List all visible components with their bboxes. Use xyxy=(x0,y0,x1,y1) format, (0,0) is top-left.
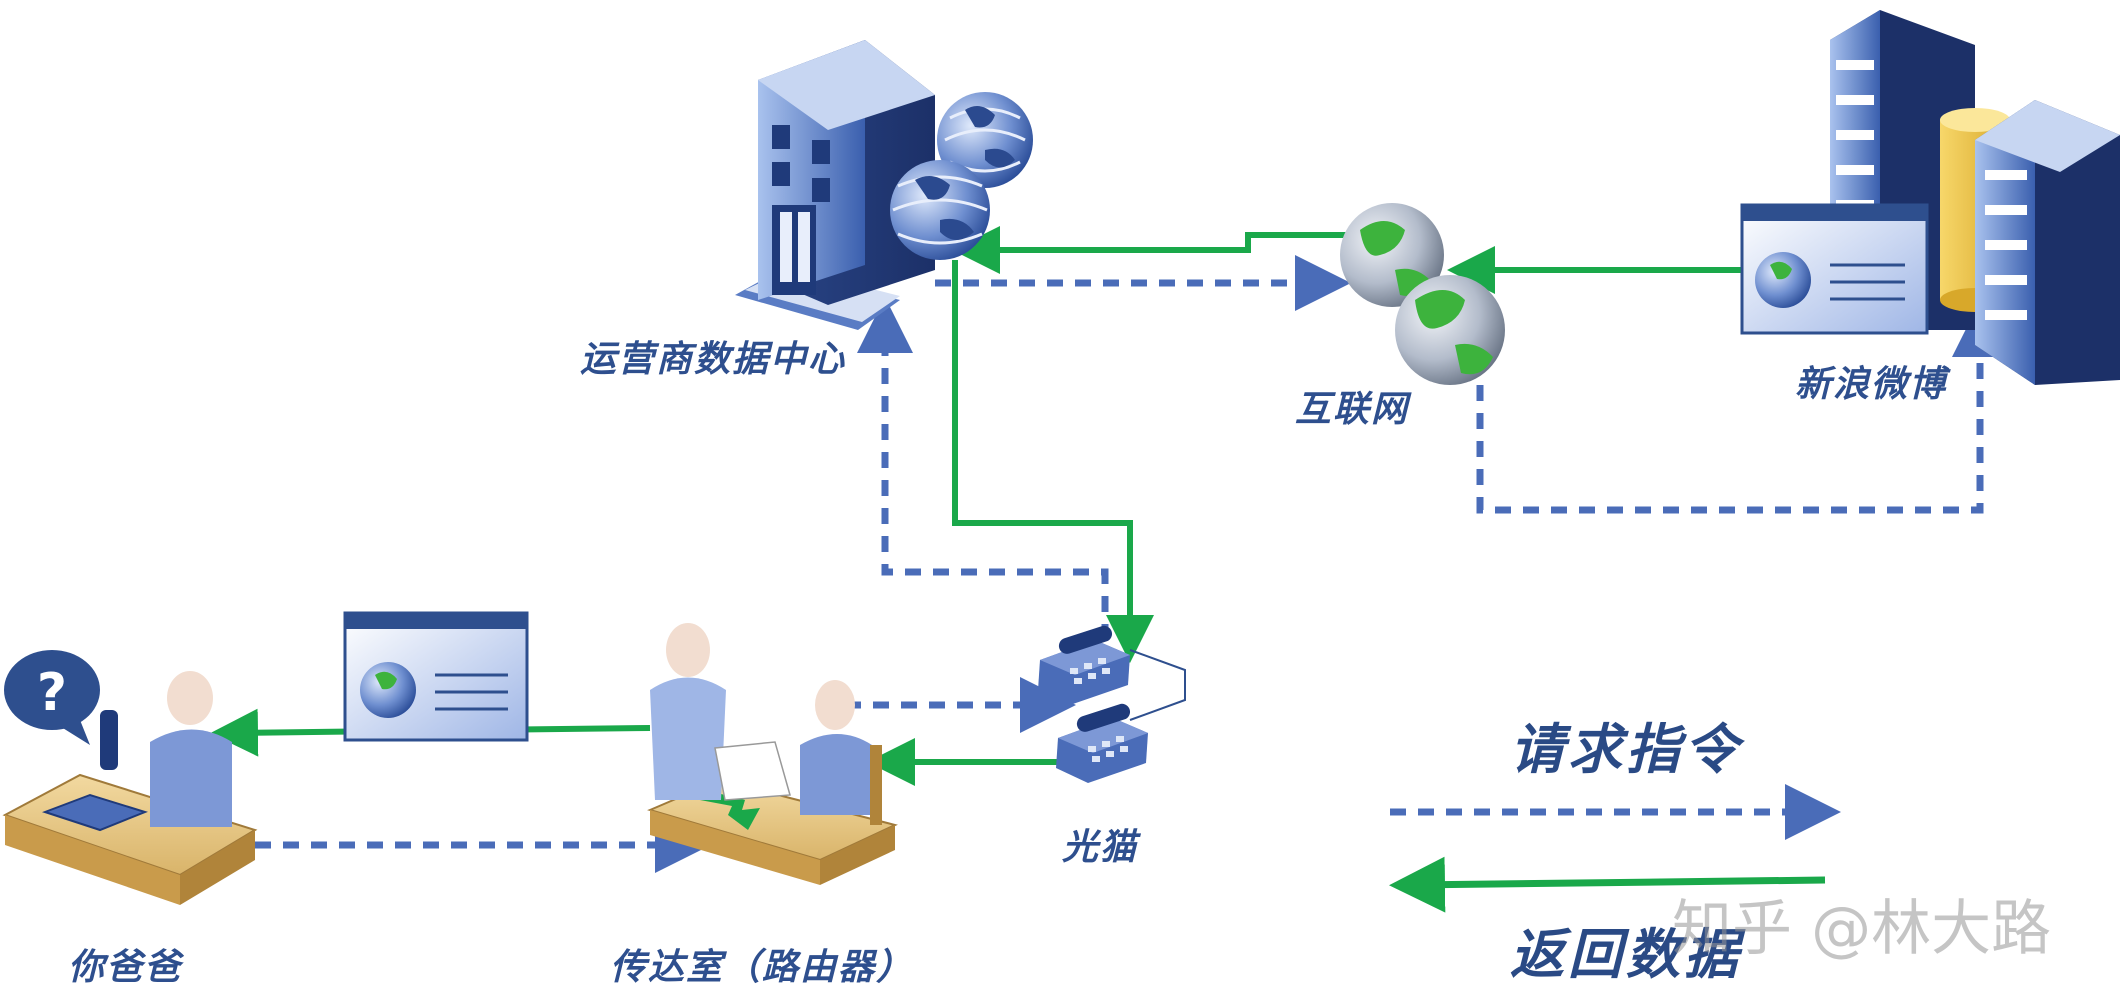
globe-icon xyxy=(937,92,1033,188)
browser-window-icon xyxy=(1740,203,1929,335)
father-label: 你爸爸 xyxy=(68,947,183,988)
datacenter-building-icon xyxy=(735,40,935,330)
father-desk-icon xyxy=(2,773,258,905)
legend-response-label: 返回数据 xyxy=(1510,923,1742,986)
datacenter-label: 运营商数据中心 xyxy=(580,339,847,380)
person-icon xyxy=(650,623,791,801)
legend-request-label: 请求指令 xyxy=(1510,718,1742,781)
watermark: 知乎 @林大路 xyxy=(1672,894,2052,964)
router-label: 传达室（路由器） xyxy=(610,947,915,988)
phone-icon xyxy=(41,710,148,832)
modem-label: 光猫 xyxy=(1062,827,1139,868)
server-rack-icon xyxy=(1975,100,2120,385)
sina-label: 新浪微博 xyxy=(1795,364,1948,405)
internet-globe-icon xyxy=(1395,275,1505,385)
request-line-internet-sina xyxy=(1476,301,2008,514)
response-line-internet-datacenter xyxy=(952,226,1350,274)
request-line-modem-datacenter xyxy=(857,297,1109,640)
modem-phone-icon xyxy=(1038,625,1186,721)
internet-label: 互联网 xyxy=(1295,389,1410,430)
browser-window-icon xyxy=(343,611,529,742)
response-line-datacenter-modem xyxy=(952,260,1154,663)
legend-response-line xyxy=(1389,856,1826,913)
person-icon xyxy=(150,671,232,827)
question-bubble-icon: ? xyxy=(4,650,100,745)
modem-phone-icon xyxy=(1056,703,1148,783)
internet-globe-icon xyxy=(1340,203,1444,307)
globe-icon xyxy=(890,160,990,260)
svg-text:?: ? xyxy=(37,663,67,723)
person-icon xyxy=(800,680,882,825)
